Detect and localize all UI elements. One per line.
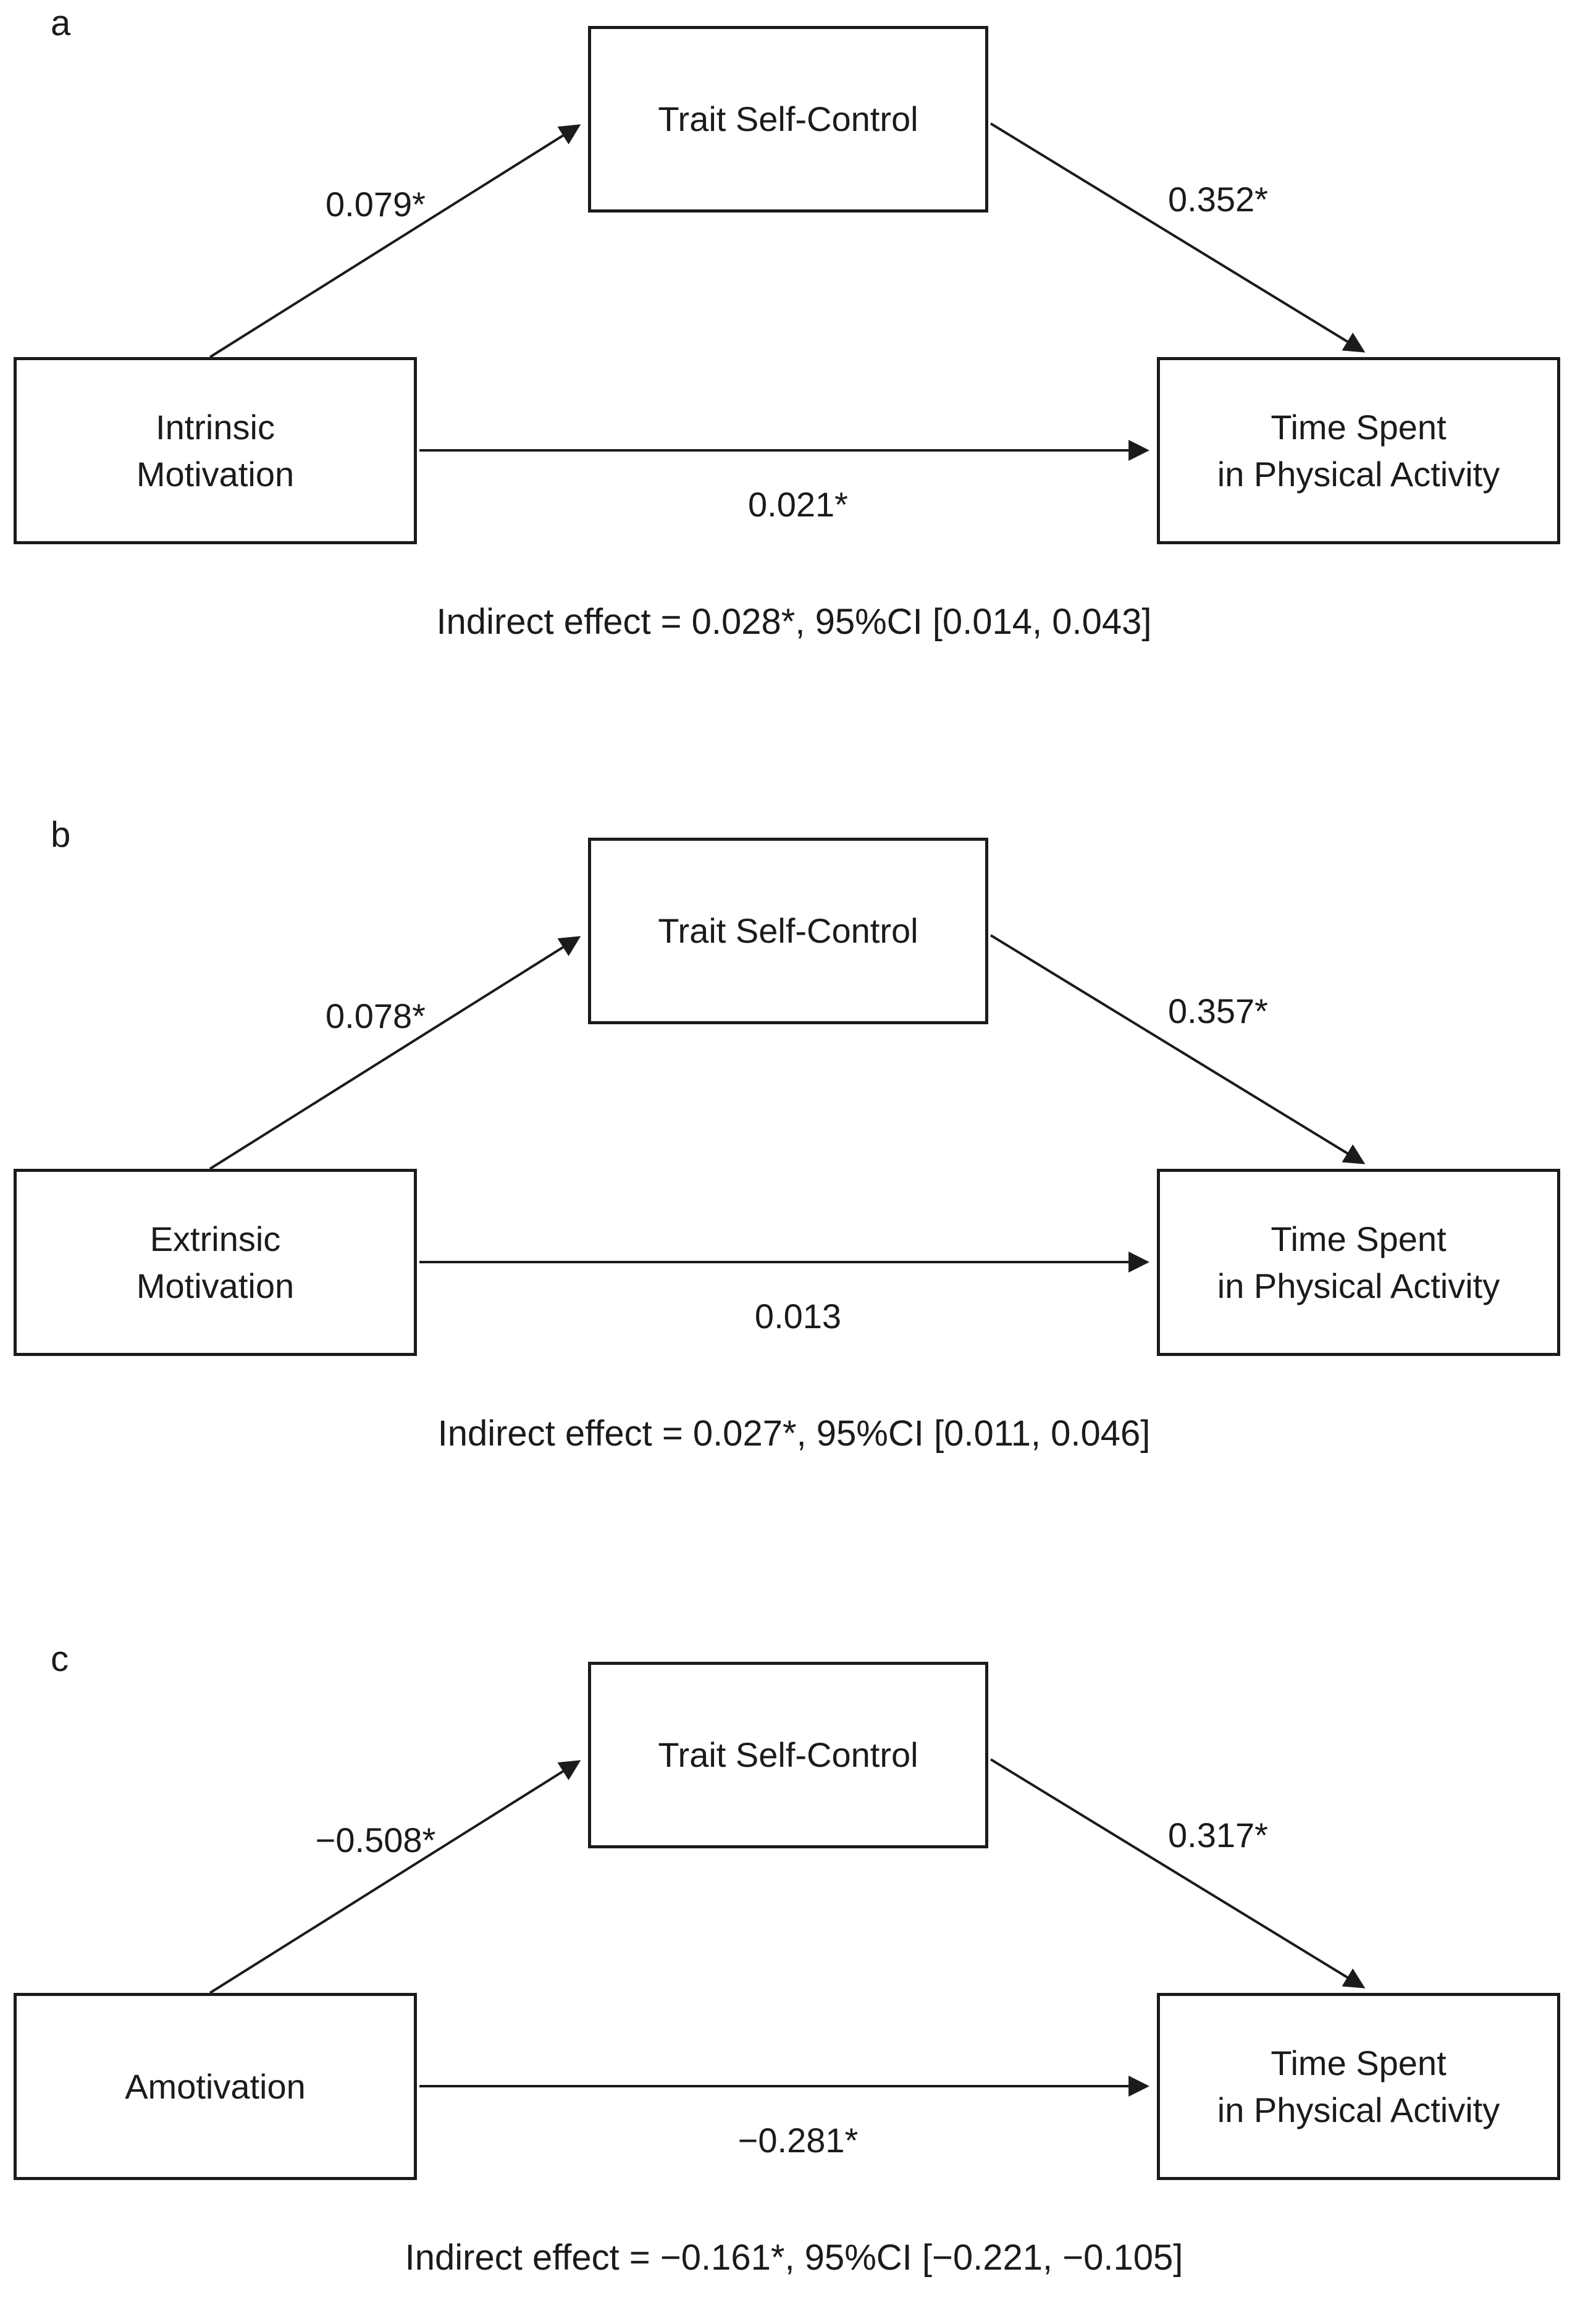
outcome-box: Time Spent in Physical Activity (1157, 1169, 1560, 1356)
panel-a: a Trait Self-Control Intrinsic Motivatio… (0, 0, 1588, 688)
panel-b-arrows (209, 934, 1366, 1273)
direct-path-coefficient: 0.021* (748, 485, 848, 524)
mediator-box: Trait Self-Control (588, 1662, 988, 1848)
path-b-arrow (989, 122, 1366, 353)
path-a-arrow (209, 1760, 581, 1994)
panel-c-arrows (209, 1758, 1366, 2097)
path-a-arrow (209, 124, 581, 358)
path-a-arrow (209, 936, 581, 1170)
mediator-box: Trait Self-Control (588, 26, 988, 213)
indirect-effect-text: Indirect effect = −0.161*, 95%CI [−0.221… (405, 2238, 1183, 2278)
path-b-coefficient: 0.352* (1168, 180, 1268, 219)
path-b-arrow (989, 934, 1366, 1164)
indirect-effect-text: Indirect effect = 0.028*, 95%CI [0.014, … (436, 602, 1152, 642)
path-b-arrow (989, 1758, 1366, 1989)
outcome-box: Time Spent in Physical Activity (1157, 357, 1560, 544)
panel-letter: a (51, 3, 71, 43)
outcome-box: Time Spent in Physical Activity (1157, 1993, 1560, 2180)
direct-path-coefficient: 0.013 (754, 1297, 842, 1336)
path-a-coefficient: 0.078* (326, 996, 426, 1035)
panel-letter: b (51, 815, 71, 855)
predictor-box: Extrinsic Motivation (14, 1169, 417, 1356)
predictor-box: Intrinsic Motivation (14, 357, 417, 544)
path-a-coefficient: −0.508* (315, 1821, 436, 1859)
panel-a-arrows (209, 122, 1366, 461)
path-b-coefficient: 0.357* (1168, 991, 1268, 1030)
panel-c: c Trait Self-Control Amotivation Time Sp… (0, 1636, 1588, 2324)
direct-path-coefficient: −0.281* (737, 2121, 859, 2160)
indirect-effect-text: Indirect effect = 0.027*, 95%CI [0.011, … (437, 1413, 1151, 1454)
panel-letter: c (51, 1639, 69, 1679)
path-b-coefficient: 0.317* (1168, 1816, 1268, 1855)
mediator-box: Trait Self-Control (588, 838, 988, 1024)
panel-b: b Trait Self-Control Extrinsic Motivatio… (0, 812, 1588, 1500)
predictor-box: Amotivation (14, 1993, 417, 2180)
path-a-coefficient: 0.079* (326, 185, 426, 224)
